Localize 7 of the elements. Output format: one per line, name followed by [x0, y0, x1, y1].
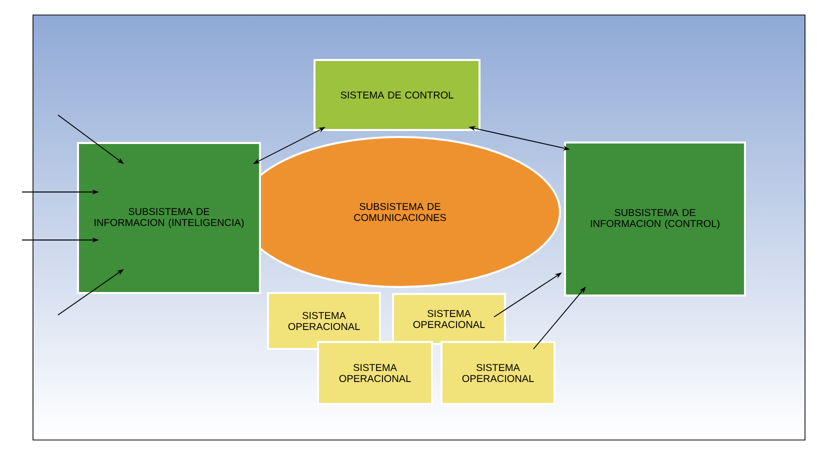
subsystem-box: SUBSISTEMA DE INFORMACION (CONTROL): [564, 142, 746, 296]
operational-box: SISTEMA OPERACIONAL: [440, 341, 556, 405]
control-box: SISTEMA DE CONTROL: [314, 59, 480, 131]
subsystem-box: SUBSISTEMA DE INFORMACION (INTELIGENCIA): [77, 142, 261, 294]
operational-box: SISTEMA OPERACIONAL: [392, 293, 506, 345]
operational-box: SISTEMA OPERACIONAL: [317, 341, 433, 405]
operational-box: SISTEMA OPERACIONAL: [267, 292, 381, 350]
